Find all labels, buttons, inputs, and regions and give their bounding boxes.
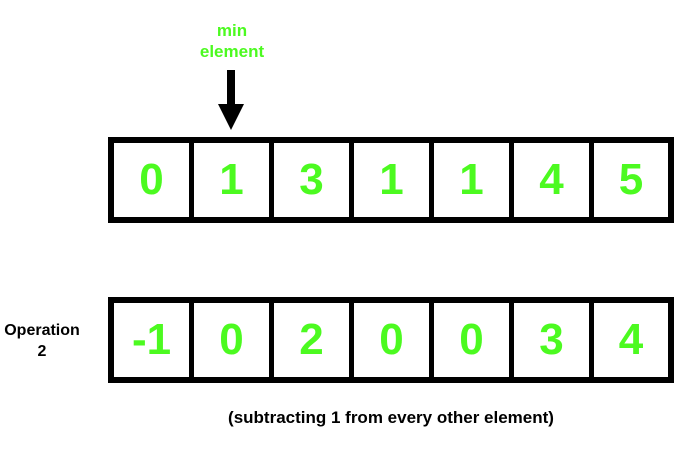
bottom-array-cell-1: 0: [194, 303, 269, 377]
bottom-array-cell-4: 0: [434, 303, 509, 377]
down-arrow-icon: [218, 70, 244, 130]
operation-label-line2: 2: [37, 343, 47, 360]
bottom-array: -1 0 2 0 0 3 4: [108, 297, 674, 383]
operation-caption: (subtracting 1 from every other element): [228, 408, 554, 427]
top-array-cell-5: 4: [514, 143, 589, 217]
top-array-cell-6: 5: [594, 143, 668, 217]
top-array-cell-3: 1: [354, 143, 429, 217]
bottom-array-cell-5: 3: [514, 303, 589, 377]
min-element-label: min element: [192, 20, 272, 62]
top-array-cell-0: 0: [114, 143, 189, 217]
min-element-label-line1: min: [216, 21, 248, 40]
bottom-array-cell-2: 2: [274, 303, 349, 377]
bottom-array-cell-6: 4: [594, 303, 668, 377]
top-array-cell-1: 1: [194, 143, 269, 217]
top-array-cell-2: 3: [274, 143, 349, 217]
top-array: 0 1 3 1 1 4 5: [108, 137, 674, 223]
top-array-cell-4: 1: [434, 143, 509, 217]
min-element-label-line2: element: [199, 42, 265, 61]
bottom-array-cell-0: -1: [114, 303, 189, 377]
operation-label-line1: Operation: [4, 322, 80, 339]
bottom-array-cell-3: 0: [354, 303, 429, 377]
operation-label: Operation 2: [0, 320, 84, 362]
